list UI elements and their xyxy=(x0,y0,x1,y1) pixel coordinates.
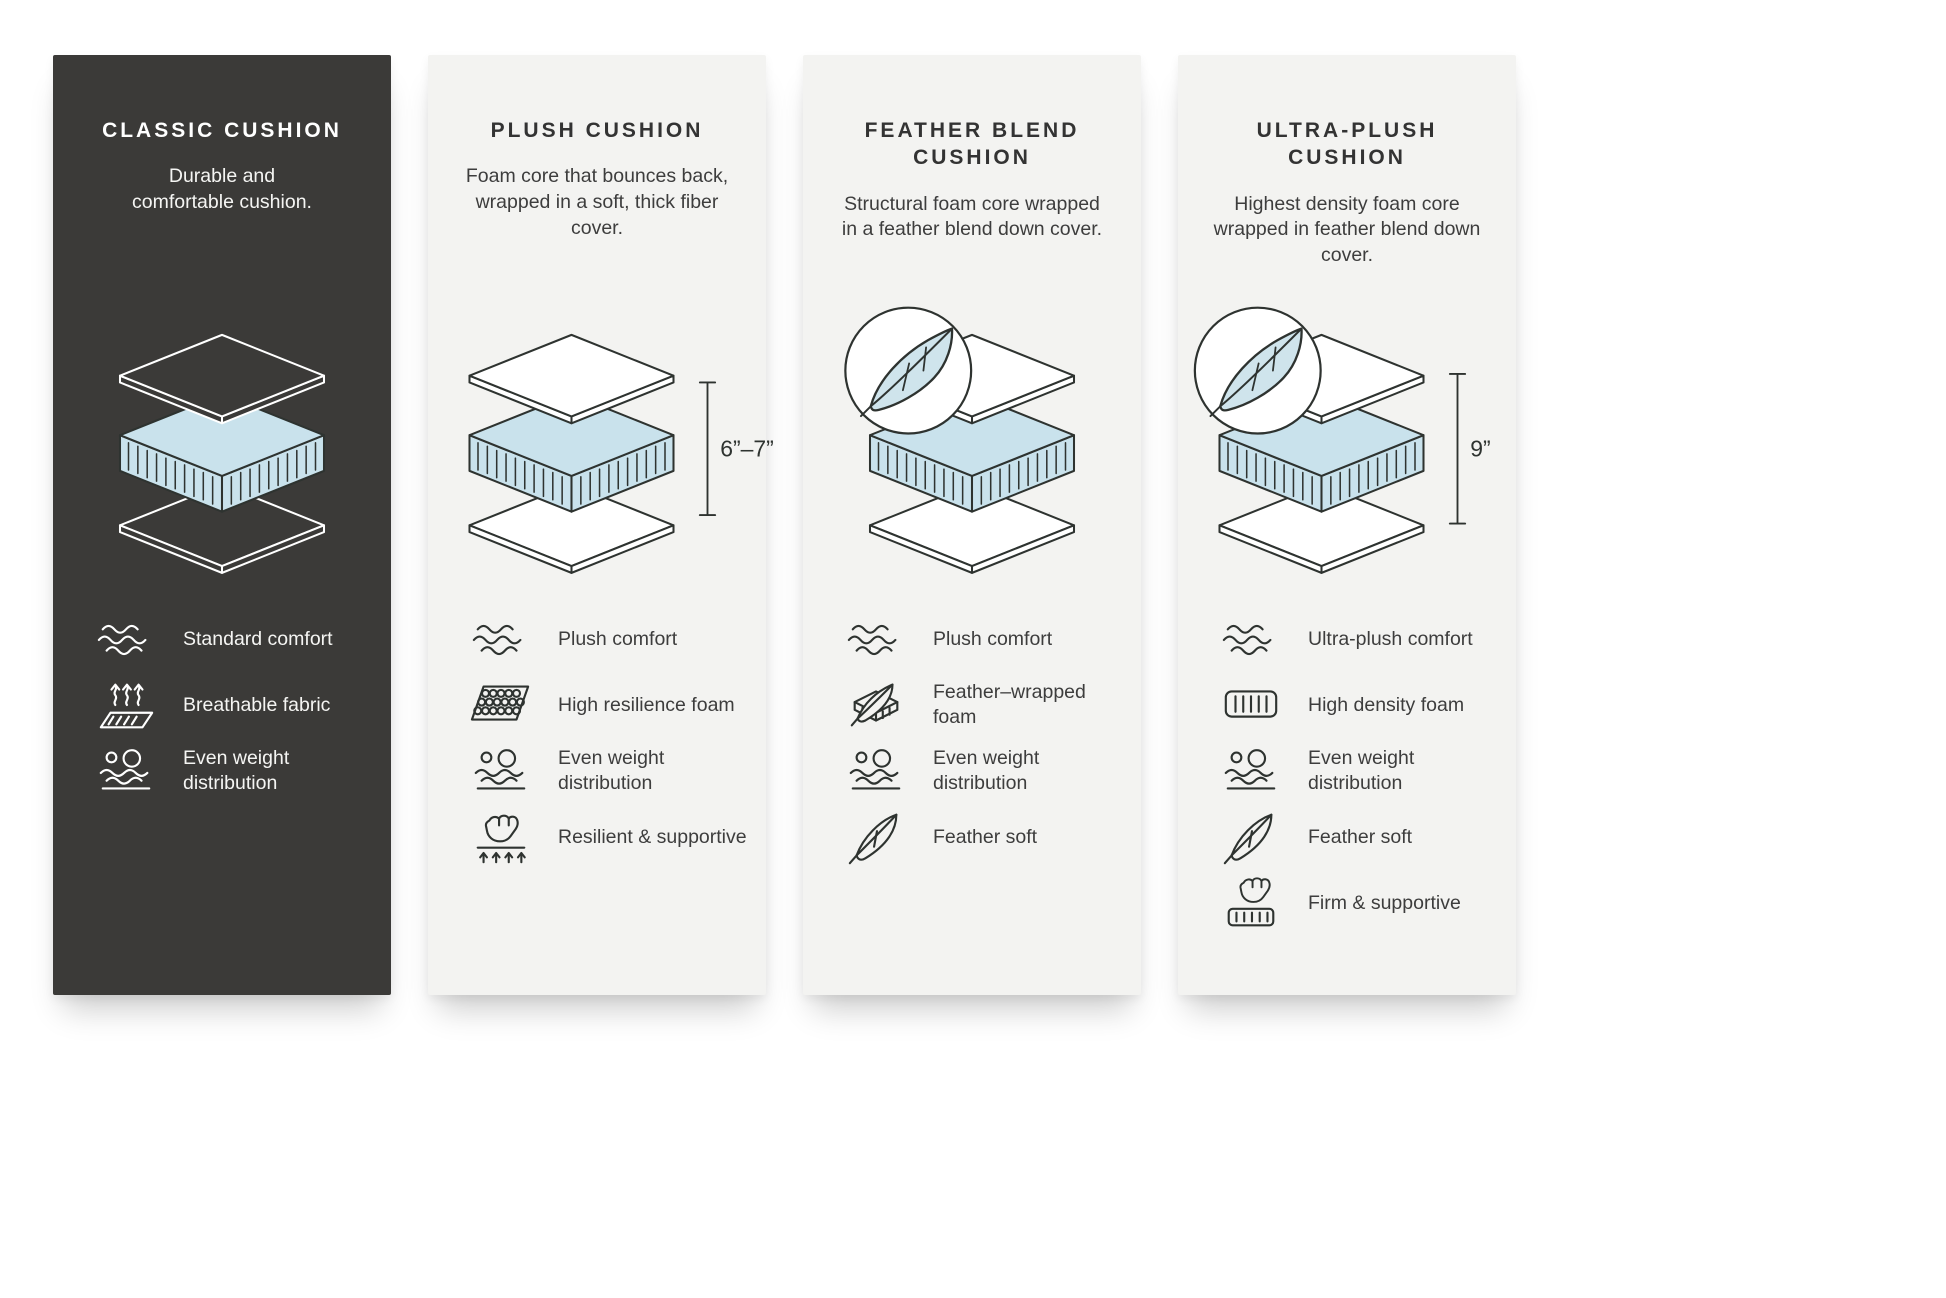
feature-item: High resilience foam xyxy=(470,677,750,733)
height-label: 6”–7” xyxy=(720,435,774,461)
card-description: Highest density foam core wrapped in fea… xyxy=(1213,192,1481,267)
card-description: Foam core that bounces back, wrapped in … xyxy=(465,165,729,239)
feature-item: Even weight distribution xyxy=(845,743,1125,799)
card-description: Structural foam core wrapped in a feathe… xyxy=(841,192,1103,241)
card-feather-blend-cushion: FEATHER BLEND CUSHION Structural foam co… xyxy=(803,55,1141,995)
height-marker: 6”–7” xyxy=(698,381,774,517)
feature-list: Standard comfort Breathable fabric Even … xyxy=(95,611,375,809)
feature-item: Resilient & supportive xyxy=(470,809,750,865)
feature-list: Ultra-plush comfort High density foam Ev… xyxy=(1220,611,1500,941)
feature-item: Plush comfort xyxy=(845,611,1125,667)
card-title: FEATHER BLEND CUSHION xyxy=(864,119,1080,170)
feather-icon xyxy=(1223,813,1273,865)
layered-cushion-illustration: 6”–7” xyxy=(468,333,774,574)
feature-label: High density foam xyxy=(1308,693,1465,716)
resilient-hand-icon xyxy=(470,809,532,865)
cushion-diagram xyxy=(803,305,1141,590)
layered-cushion-illustration xyxy=(844,306,1076,574)
cushion-diagram xyxy=(53,305,391,590)
feature-label: Even weight distribution xyxy=(1308,747,1415,794)
card-title: PLUSH CUSHION xyxy=(490,119,704,142)
feature-item: Even weight distribution xyxy=(470,743,750,799)
feather-foam-icon xyxy=(850,683,899,727)
card-ultra-plush-cushion: ULTRA-PLUSH CUSHION Highest density foam… xyxy=(1178,55,1516,995)
feature-list: Plush comfort Feather–wrapped foam Even … xyxy=(845,611,1125,875)
card-title: CLASSIC CUSHION xyxy=(102,119,342,142)
feature-item: Feather soft xyxy=(1220,809,1500,865)
feature-item: Ultra-plush comfort xyxy=(1220,611,1500,667)
feature-item: High density foam xyxy=(1220,677,1500,733)
waves-icon xyxy=(1222,624,1272,656)
feature-label: Even weight distribution xyxy=(183,747,290,794)
firm-hand-icon xyxy=(1220,875,1282,931)
feature-label: Feather–wrapped foam xyxy=(933,681,1086,728)
feather-icon xyxy=(848,813,898,865)
feather-badge xyxy=(844,306,973,435)
feature-list: Plush comfort High resilience foam Even … xyxy=(470,611,750,875)
even-weight-icon xyxy=(1224,749,1276,790)
feather-badge xyxy=(1193,306,1322,435)
cushion-diagram: 9” xyxy=(1178,305,1516,590)
even-weight-icon xyxy=(474,749,526,790)
waves-icon xyxy=(472,624,522,656)
feature-item: Firm & supportive xyxy=(1220,875,1500,931)
waves-icon xyxy=(97,624,147,656)
feature-label: Standard comfort xyxy=(183,627,333,650)
feature-label: Breathable fabric xyxy=(183,693,331,716)
even-weight-icon xyxy=(849,749,901,790)
feature-item: Standard comfort xyxy=(95,611,375,667)
layered-cushion-illustration: 9” xyxy=(1193,306,1491,574)
layered-cushion-illustration xyxy=(118,333,326,574)
feature-item: Even weight distribution xyxy=(1220,743,1500,799)
cushion-diagram: 6”–7” xyxy=(428,305,774,590)
feature-label: Feather soft xyxy=(933,825,1038,848)
feature-label: Ultra-plush comfort xyxy=(1308,627,1473,650)
feature-label: Even weight distribution xyxy=(933,747,1040,794)
card-classic-cushion: CLASSIC CUSHION Durable and comfortable … xyxy=(53,55,391,995)
feature-label: Plush comfort xyxy=(933,627,1053,650)
card-title: ULTRA-PLUSH CUSHION xyxy=(1256,119,1438,170)
card-plush-cushion: PLUSH CUSHION Foam core that bounces bac… xyxy=(428,55,774,995)
feature-label: Even weight distribution xyxy=(558,747,665,794)
feature-item: Feather–wrapped foam xyxy=(845,677,1125,733)
feature-item: Plush comfort xyxy=(470,611,750,667)
feature-item: Even weight distribution xyxy=(95,743,375,799)
feature-label: Feather soft xyxy=(1308,825,1413,848)
feature-item: Breathable fabric xyxy=(95,677,375,733)
breathable-fabric-icon xyxy=(99,683,154,729)
feature-label: Firm & supportive xyxy=(1308,891,1461,914)
resilience-foam-icon xyxy=(470,685,530,721)
card-description: Durable and comfortable cushion. xyxy=(132,165,312,214)
density-foam-icon xyxy=(1224,690,1278,718)
feature-label: Plush comfort xyxy=(558,627,678,650)
height-marker: 9” xyxy=(1448,373,1491,525)
feature-label: High resilience foam xyxy=(558,693,735,716)
waves-icon xyxy=(847,624,897,656)
feature-label: Resilient & supportive xyxy=(558,825,747,848)
feature-item: Feather soft xyxy=(845,809,1125,865)
height-label: 9” xyxy=(1470,435,1490,461)
even-weight-icon xyxy=(99,749,151,790)
